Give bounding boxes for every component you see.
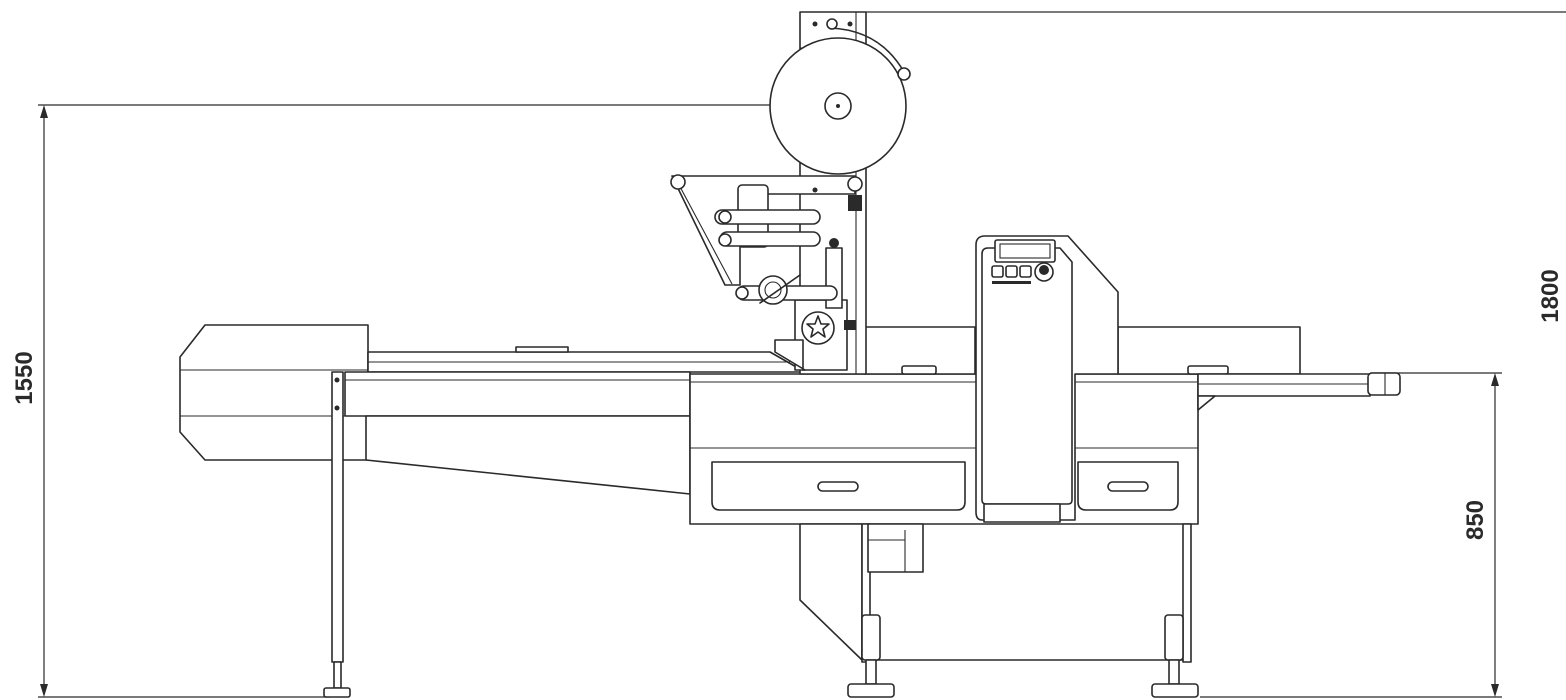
dimension-1800: 1800: [866, 11, 1566, 323]
film-reel: [769, 18, 911, 175]
dimension-1550: 1550: [11, 104, 836, 698]
infeed-conveyor: [179, 324, 806, 698]
drawer-left: [711, 461, 966, 511]
dimension-label-1800: 1800: [1537, 269, 1564, 322]
lower-frame: [799, 523, 1199, 698]
drawer-right: [1077, 461, 1179, 511]
dimension-850: 850: [1200, 372, 1502, 698]
dimension-label-1550: 1550: [11, 351, 38, 404]
panel-button-icon: [1005, 265, 1018, 278]
panel-button-icon: [991, 265, 1004, 278]
outfeed-conveyor: [1197, 372, 1401, 411]
dimension-label-850: 850: [1462, 500, 1489, 540]
control-panel: [975, 235, 1119, 523]
panel-button-icon: [1019, 265, 1032, 278]
display-screen: [994, 239, 1056, 263]
